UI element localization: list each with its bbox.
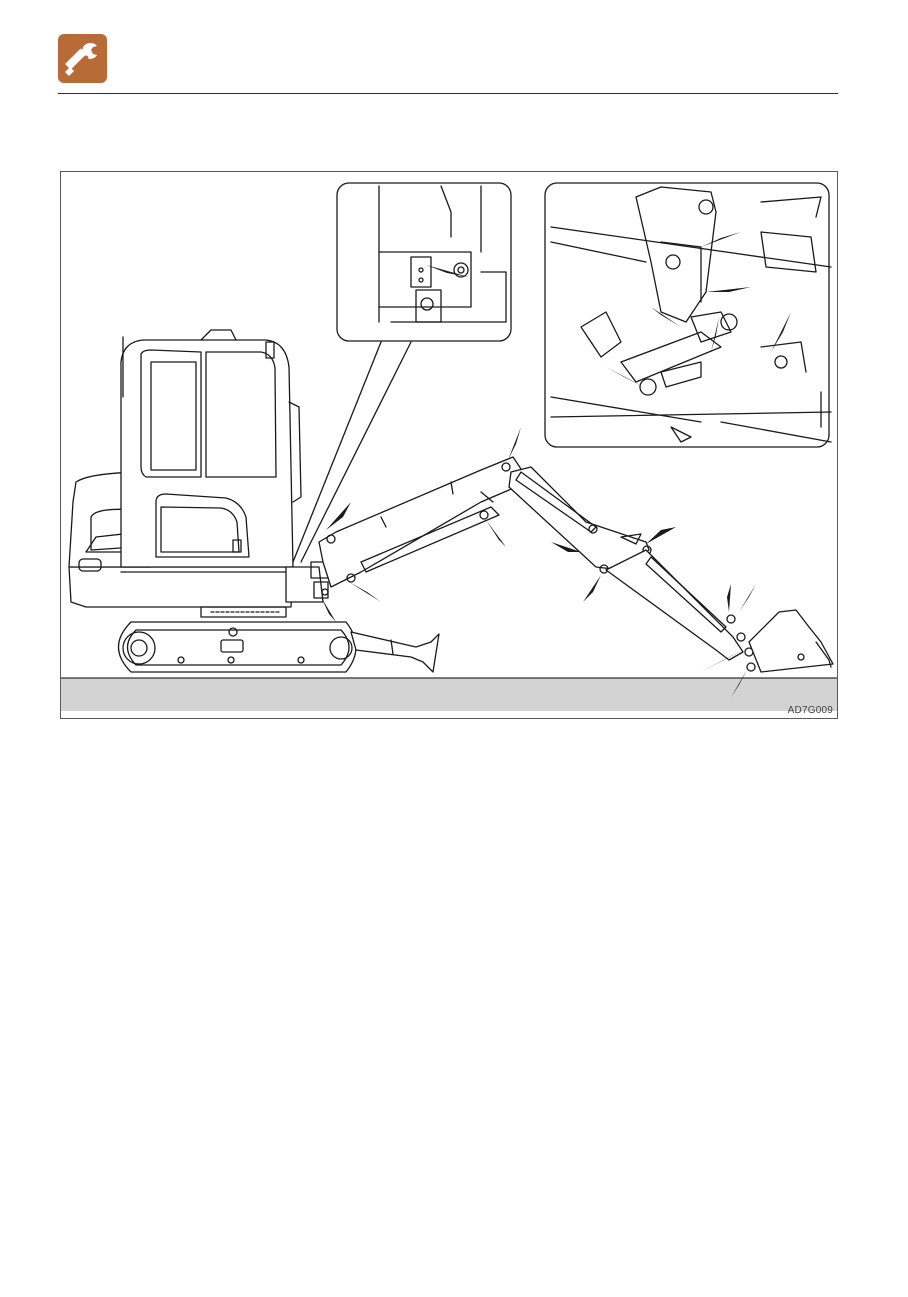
lubrication-points-figure: AD7G009	[60, 171, 838, 719]
figure-reference-code: AD7G009	[787, 705, 833, 716]
swing-bracket	[285, 561, 334, 603]
operator-cab	[120, 329, 302, 573]
dozer-blade	[350, 631, 440, 673]
inset-boom-swing-detail	[544, 182, 832, 448]
ground-band	[61, 678, 837, 711]
inset-cab-detail	[336, 182, 512, 342]
header-divider	[58, 93, 838, 94]
wrench-spanner-icon	[65, 42, 97, 76]
lubrication-pointer-arrows	[321, 232, 791, 697]
excavator-illustration	[61, 182, 837, 711]
crawler-track	[117, 621, 357, 673]
boom	[318, 456, 524, 588]
maintenance-section-icon	[58, 34, 107, 83]
arm	[508, 466, 652, 574]
bucket	[748, 609, 834, 673]
bucket-cylinder	[605, 549, 756, 672]
